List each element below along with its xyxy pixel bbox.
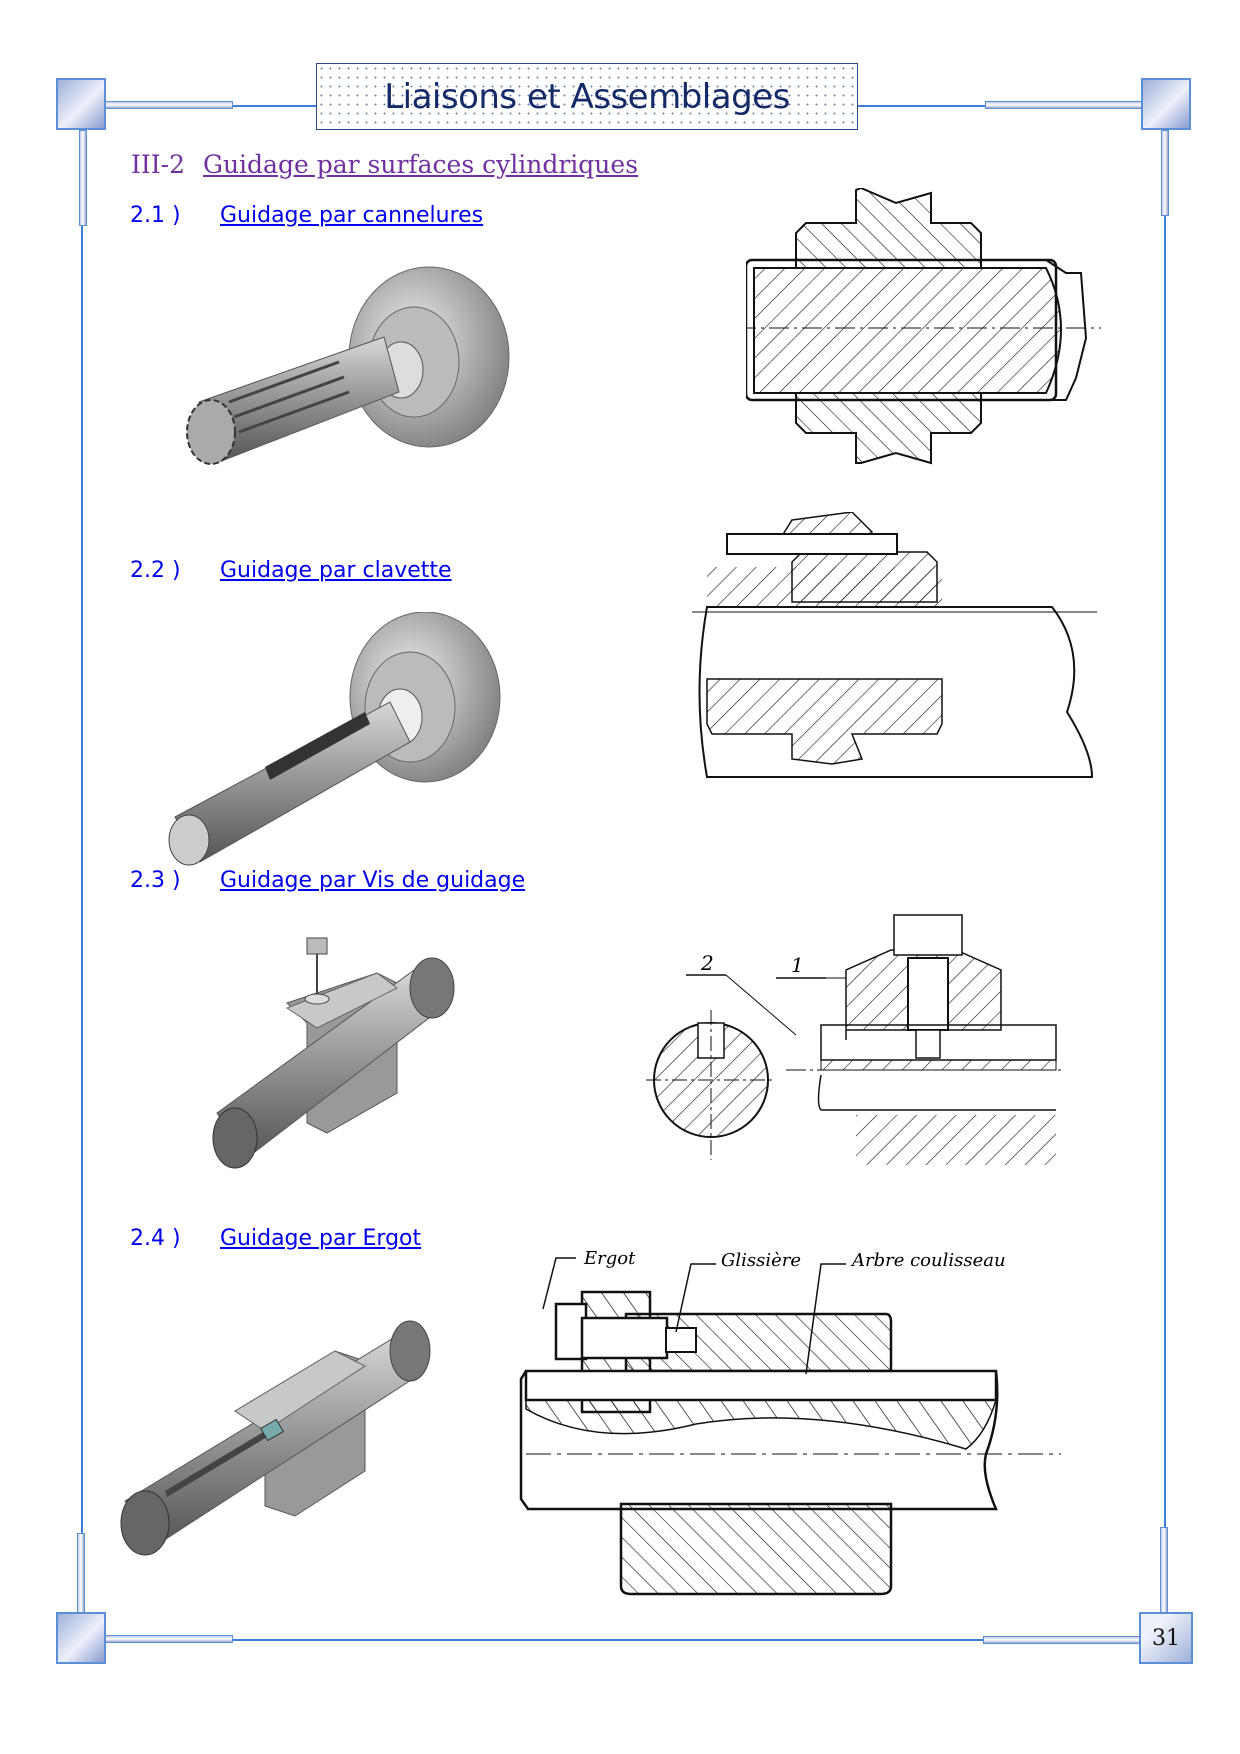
subsection-number: 2.2 ) <box>130 558 181 583</box>
subsection-link[interactable]: Guidage par cannelures <box>220 203 484 228</box>
ergot-label: Ergot <box>583 1248 636 1269</box>
splined-shaft-section-drawing <box>746 188 1101 465</box>
ergot-section-drawing: Ergot Glissière Arbre coulisseau <box>519 1248 1061 1596</box>
frame-bar <box>77 1533 85 1618</box>
frame-bar <box>1160 1527 1168 1613</box>
vis-label-2: 2 <box>700 951 714 975</box>
frame-corner <box>56 78 106 130</box>
page-number: 31 <box>1139 1612 1193 1664</box>
subsection-link[interactable]: Guidage par Ergot <box>220 1226 422 1251</box>
page-title: Liaisons et Assemblages <box>384 76 790 117</box>
section-heading: III-2 Guidage par surfaces cylindriques <box>131 150 638 179</box>
arbre-coulisseau-label: Arbre coulisseau <box>850 1250 1006 1271</box>
vis-label-1: 1 <box>791 953 804 977</box>
subsection-heading: 2.1 ) Guidage par cannelures <box>130 203 483 228</box>
section-number: III-2 <box>131 150 185 179</box>
subsection-heading: 2.2 ) Guidage par clavette <box>130 558 452 583</box>
ergot-3d-image <box>120 1320 431 1556</box>
subsection-heading: 2.3 ) Guidage par Vis de guidage <box>130 868 525 893</box>
frame-bar <box>985 101 1143 109</box>
subsection-number: 2.4 ) <box>130 1226 181 1251</box>
frame-bar <box>79 130 87 226</box>
subsection-number: 2.1 ) <box>130 203 181 228</box>
keyed-shaft-section-drawing <box>692 512 1097 778</box>
frame-bar <box>105 101 233 109</box>
splined-shaft-3d-image <box>186 266 510 465</box>
glissiere-label: Glissière <box>721 1250 801 1271</box>
section-title-link[interactable]: Guidage par surfaces cylindriques <box>202 150 639 179</box>
guide-screw-3d-image <box>212 937 455 1169</box>
keyed-shaft-3d-image <box>168 612 501 866</box>
frame-corner <box>56 1612 106 1664</box>
frame-right-line <box>1164 130 1166 1620</box>
page-title-box: Liaisons et Assemblages <box>316 63 858 130</box>
guide-screw-section-drawing: 2 1 <box>646 914 1062 1165</box>
subsection-number: 2.3 ) <box>130 868 181 893</box>
frame-bottom-line <box>82 1639 1142 1641</box>
frame-left-line <box>81 130 83 1620</box>
frame-corner <box>1141 78 1191 130</box>
frame-bar <box>105 1635 233 1643</box>
subsection-link[interactable]: Guidage par Vis de guidage <box>220 868 526 893</box>
frame-bar <box>1161 130 1169 216</box>
subsection-heading: 2.4 ) Guidage par Ergot <box>130 1226 421 1251</box>
subsection-link[interactable]: Guidage par clavette <box>220 558 452 583</box>
frame-bar <box>983 1636 1141 1644</box>
